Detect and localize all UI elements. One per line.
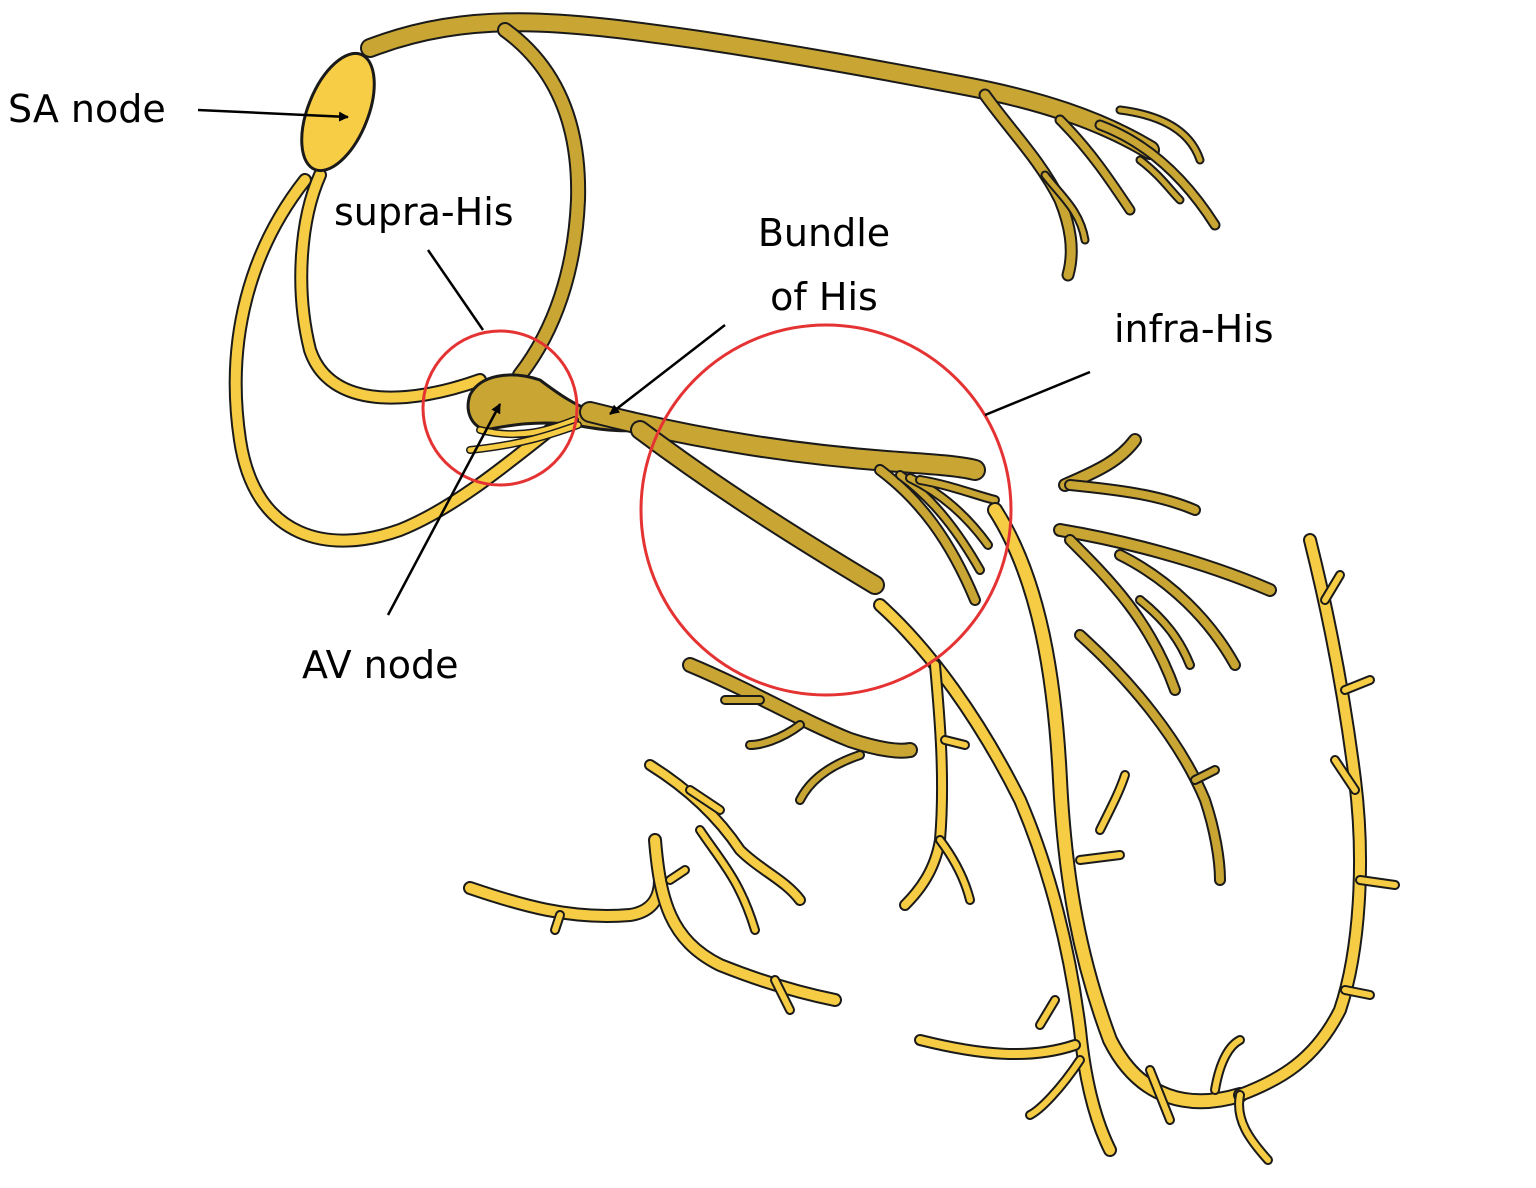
bundle-of-his-label-line1: Bundle [757,211,891,255]
sa-node-label: SA node [8,87,166,131]
infra-his-leader-line [984,370,1091,417]
left-bundle-fascicle [632,422,883,593]
bachmann-bundle [362,14,1158,158]
bundle-of-his-arrow [609,324,726,415]
middle-purkinje [873,598,1175,1157]
supra-his-label: supra-His [334,190,514,234]
atrial-pathways [360,12,1221,383]
av-node-arrow [386,403,502,616]
infra-his-label: infra-His [1114,307,1274,351]
sa-node-arrow [197,108,349,122]
middle-internodal-pathway [499,24,585,381]
bundle-of-his-trunk [581,403,984,479]
middle-internodal-pathway-outline [497,22,587,383]
far-right-purkinje [1210,533,1400,1165]
anterior-internodal-pathway [296,170,485,403]
bundle-of-his-label-line2: of His [770,275,878,319]
supra-his-region-circle [421,329,579,487]
infra-his-region-circle [639,323,1013,697]
sa-node-shape [300,51,376,173]
upper-right-branches [978,88,1221,282]
supra-his-leader-line [426,249,485,331]
right-dark-clusters [682,433,1277,886]
internodal-loops [228,168,557,548]
av-node-label: AV node [302,643,459,687]
av-node-and-his [466,373,1000,606]
posterior-internodal-pathway [230,175,555,546]
lower-left-purkinje [463,759,842,1015]
